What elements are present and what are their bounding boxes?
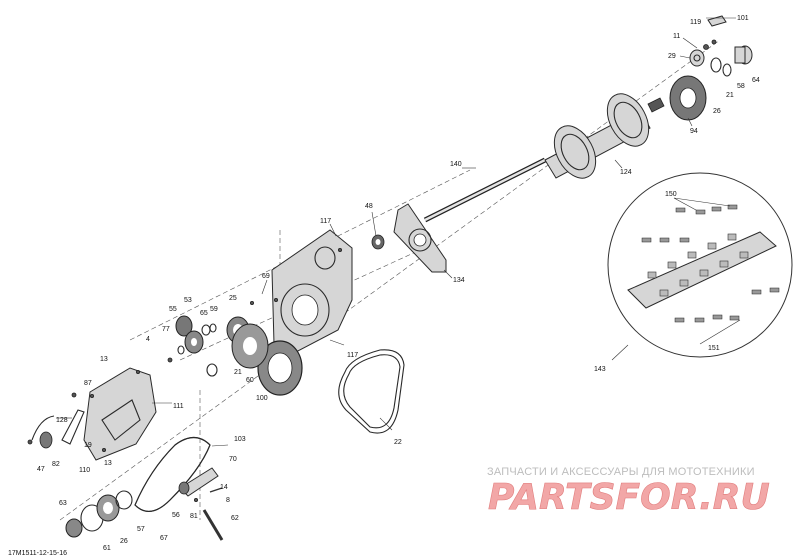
callout-87: 87 xyxy=(84,380,92,387)
callout-55: 55 xyxy=(169,306,177,313)
callout-48: 48 xyxy=(365,203,373,210)
chaincase-seal-22[interactable] xyxy=(338,349,405,434)
tensioner-arm[interactable] xyxy=(178,467,224,541)
callout-19: 19 xyxy=(84,442,92,449)
drive-axle-assembly[interactable] xyxy=(423,87,665,223)
tensioner-parts[interactable] xyxy=(27,392,85,449)
callout-82: 82 xyxy=(52,461,60,468)
callout-57: 57 xyxy=(137,526,145,533)
leader-lines xyxy=(56,17,741,447)
callout-101: 101 xyxy=(737,15,749,22)
watermark-logo: PARTSFOR.RU xyxy=(488,477,770,516)
callout-21-lower: 21 xyxy=(234,369,242,376)
diagram-reference-code: 17M1511-12-15-16 xyxy=(8,550,67,557)
callout-143: 143 xyxy=(594,366,606,373)
gear-55-53[interactable] xyxy=(175,315,204,354)
right-end-hardware[interactable] xyxy=(689,15,753,77)
callout-151: 151 xyxy=(708,345,720,352)
callout-128: 128 xyxy=(56,417,68,424)
drive-sprocket-right xyxy=(606,93,650,147)
callout-124: 124 xyxy=(620,169,632,176)
callout-22: 22 xyxy=(394,439,402,446)
track-detail-inset[interactable] xyxy=(607,172,793,361)
callout-26-upper: 26 xyxy=(713,108,721,115)
callout-59: 59 xyxy=(210,306,218,313)
callout-117-upper: 117 xyxy=(320,218,331,225)
callout-67: 67 xyxy=(160,535,168,542)
callout-150: 150 xyxy=(665,191,677,198)
callout-56: 56 xyxy=(172,512,180,519)
callout-70: 70 xyxy=(229,456,237,463)
drive-chain-67[interactable] xyxy=(134,436,211,512)
watermark-tagline: ЗАПЧАСТИ И АКСЕССУАРЫ ДЛЯ МОТОТЕХНИКИ xyxy=(487,466,755,478)
callout-60: 60 xyxy=(246,377,254,384)
callout-65: 65 xyxy=(200,310,208,317)
callout-64: 64 xyxy=(752,77,760,84)
callout-13-upper: 13 xyxy=(100,356,108,363)
bearing-94[interactable] xyxy=(669,75,707,121)
callout-53: 53 xyxy=(184,297,192,304)
callout-63: 63 xyxy=(59,500,67,507)
callout-13-lower: 13 xyxy=(104,460,112,467)
callout-26-lower: 26 xyxy=(120,538,128,545)
callout-29: 29 xyxy=(668,53,676,60)
sprocket-60[interactable] xyxy=(231,323,269,369)
callout-117-lower: 117 xyxy=(347,352,358,359)
callout-58: 58 xyxy=(737,83,745,90)
callout-110: 110 xyxy=(79,467,90,474)
callout-94: 94 xyxy=(690,128,698,135)
callout-134: 134 xyxy=(453,277,465,284)
callout-14: 14 xyxy=(220,484,228,491)
callout-140: 140 xyxy=(450,161,462,168)
callout-77: 77 xyxy=(162,326,170,333)
watermark-logo-text: PARTSFOR.RU xyxy=(488,477,770,516)
small-washers[interactable] xyxy=(167,300,254,377)
callout-119: 119 xyxy=(690,19,701,26)
callout-8: 8 xyxy=(226,497,230,504)
callout-labels: 119 101 11 29 58 21 64 26 94 124 140 150… xyxy=(37,15,760,552)
drive-sprocket-left xyxy=(553,125,597,179)
seal-48[interactable] xyxy=(371,234,385,250)
callout-69: 69 xyxy=(262,273,270,280)
callout-11: 11 xyxy=(673,33,680,40)
callout-81: 81 xyxy=(190,513,198,520)
callout-111: 111 xyxy=(173,403,184,410)
callout-103: 103 xyxy=(234,436,246,443)
lower-sprocket-stack[interactable] xyxy=(65,490,133,538)
callout-4: 4 xyxy=(146,336,150,343)
callout-100: 100 xyxy=(256,395,268,402)
callout-21-upper: 21 xyxy=(726,92,734,99)
chaincase-housing-117[interactable] xyxy=(271,229,353,353)
chaincase-cover-111[interactable] xyxy=(83,367,157,461)
callout-47: 47 xyxy=(37,466,45,473)
large-sprocket-100[interactable] xyxy=(257,340,303,396)
callout-62: 62 xyxy=(231,515,239,522)
callout-25: 25 xyxy=(229,295,237,302)
callout-61: 61 xyxy=(103,545,111,552)
